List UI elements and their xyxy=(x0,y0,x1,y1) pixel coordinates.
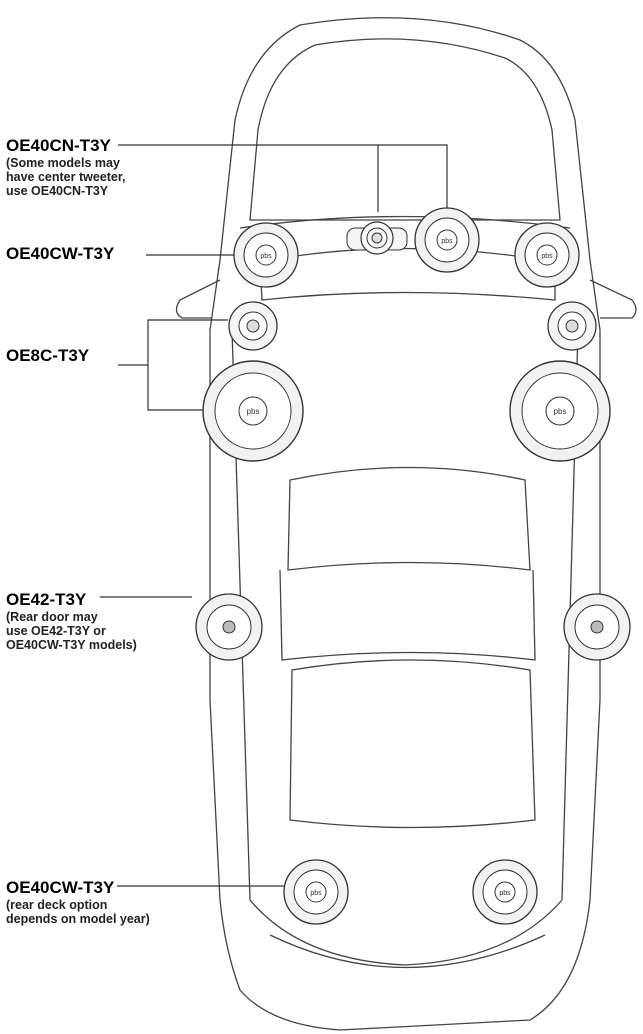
svg-text:pbs: pbs xyxy=(260,253,272,260)
model-name: OE40CW-T3Y xyxy=(6,878,115,897)
svg-text:pbs: pbs xyxy=(441,238,453,245)
callout-component: OE8C-T3Y xyxy=(6,346,89,366)
callout-lines xyxy=(100,144,448,887)
model-name: OE42-T3Y xyxy=(6,590,87,609)
callout-rear-door: OE42-T3Y (Rear door may use OE42-T3Y or … xyxy=(6,590,137,653)
front-dash-speaker-right: pbs xyxy=(514,222,580,288)
svg-text:pbs: pbs xyxy=(310,890,322,897)
rear-deck-speaker-right: pbs xyxy=(472,859,538,925)
front-door-woofer-left: pbs xyxy=(202,360,304,462)
component-tweeter-left xyxy=(228,301,278,351)
callout-front-dash: OE40CW-T3Y xyxy=(6,244,114,264)
svg-text:pbs: pbs xyxy=(554,407,567,416)
car-outline xyxy=(175,17,637,1031)
model-name: OE8C-T3Y xyxy=(6,346,90,365)
front-dash-speaker-center: pbs xyxy=(414,207,480,273)
component-tweeter-right xyxy=(547,301,597,351)
model-name: OE40CW-T3Y xyxy=(6,244,115,263)
note-line: use OE40CN-T3Y xyxy=(6,184,109,199)
note-line: have center tweeter, xyxy=(6,169,126,184)
svg-text:pbs: pbs xyxy=(541,253,553,260)
model-name: OE40CN-T3Y xyxy=(6,136,111,155)
svg-text:pbs: pbs xyxy=(247,407,260,416)
note-line: (rear deck option xyxy=(6,897,108,912)
callout-rear-deck: OE40CW-T3Y (rear deck option depends on … xyxy=(6,878,150,926)
note-line: use OE42-T3Y or xyxy=(6,623,106,638)
center-tweeter-speaker xyxy=(346,221,408,255)
callout-center-tweeter: OE40CN-T3Y (Some models may have center … xyxy=(6,136,126,199)
rear-door-speaker-left xyxy=(195,593,263,661)
note-line: (Rear door may xyxy=(6,609,98,624)
svg-text:pbs: pbs xyxy=(499,890,511,897)
rear-door-speaker-right xyxy=(563,593,631,661)
note-line: depends on model year) xyxy=(6,911,150,926)
note-line: OE40CW-T3Y models) xyxy=(6,638,137,653)
front-dash-speaker-left: pbs xyxy=(233,222,299,288)
note-line: (Some models may xyxy=(6,155,120,170)
rear-deck-speaker-left: pbs xyxy=(283,859,349,925)
front-door-woofer-right: pbs xyxy=(509,360,611,462)
